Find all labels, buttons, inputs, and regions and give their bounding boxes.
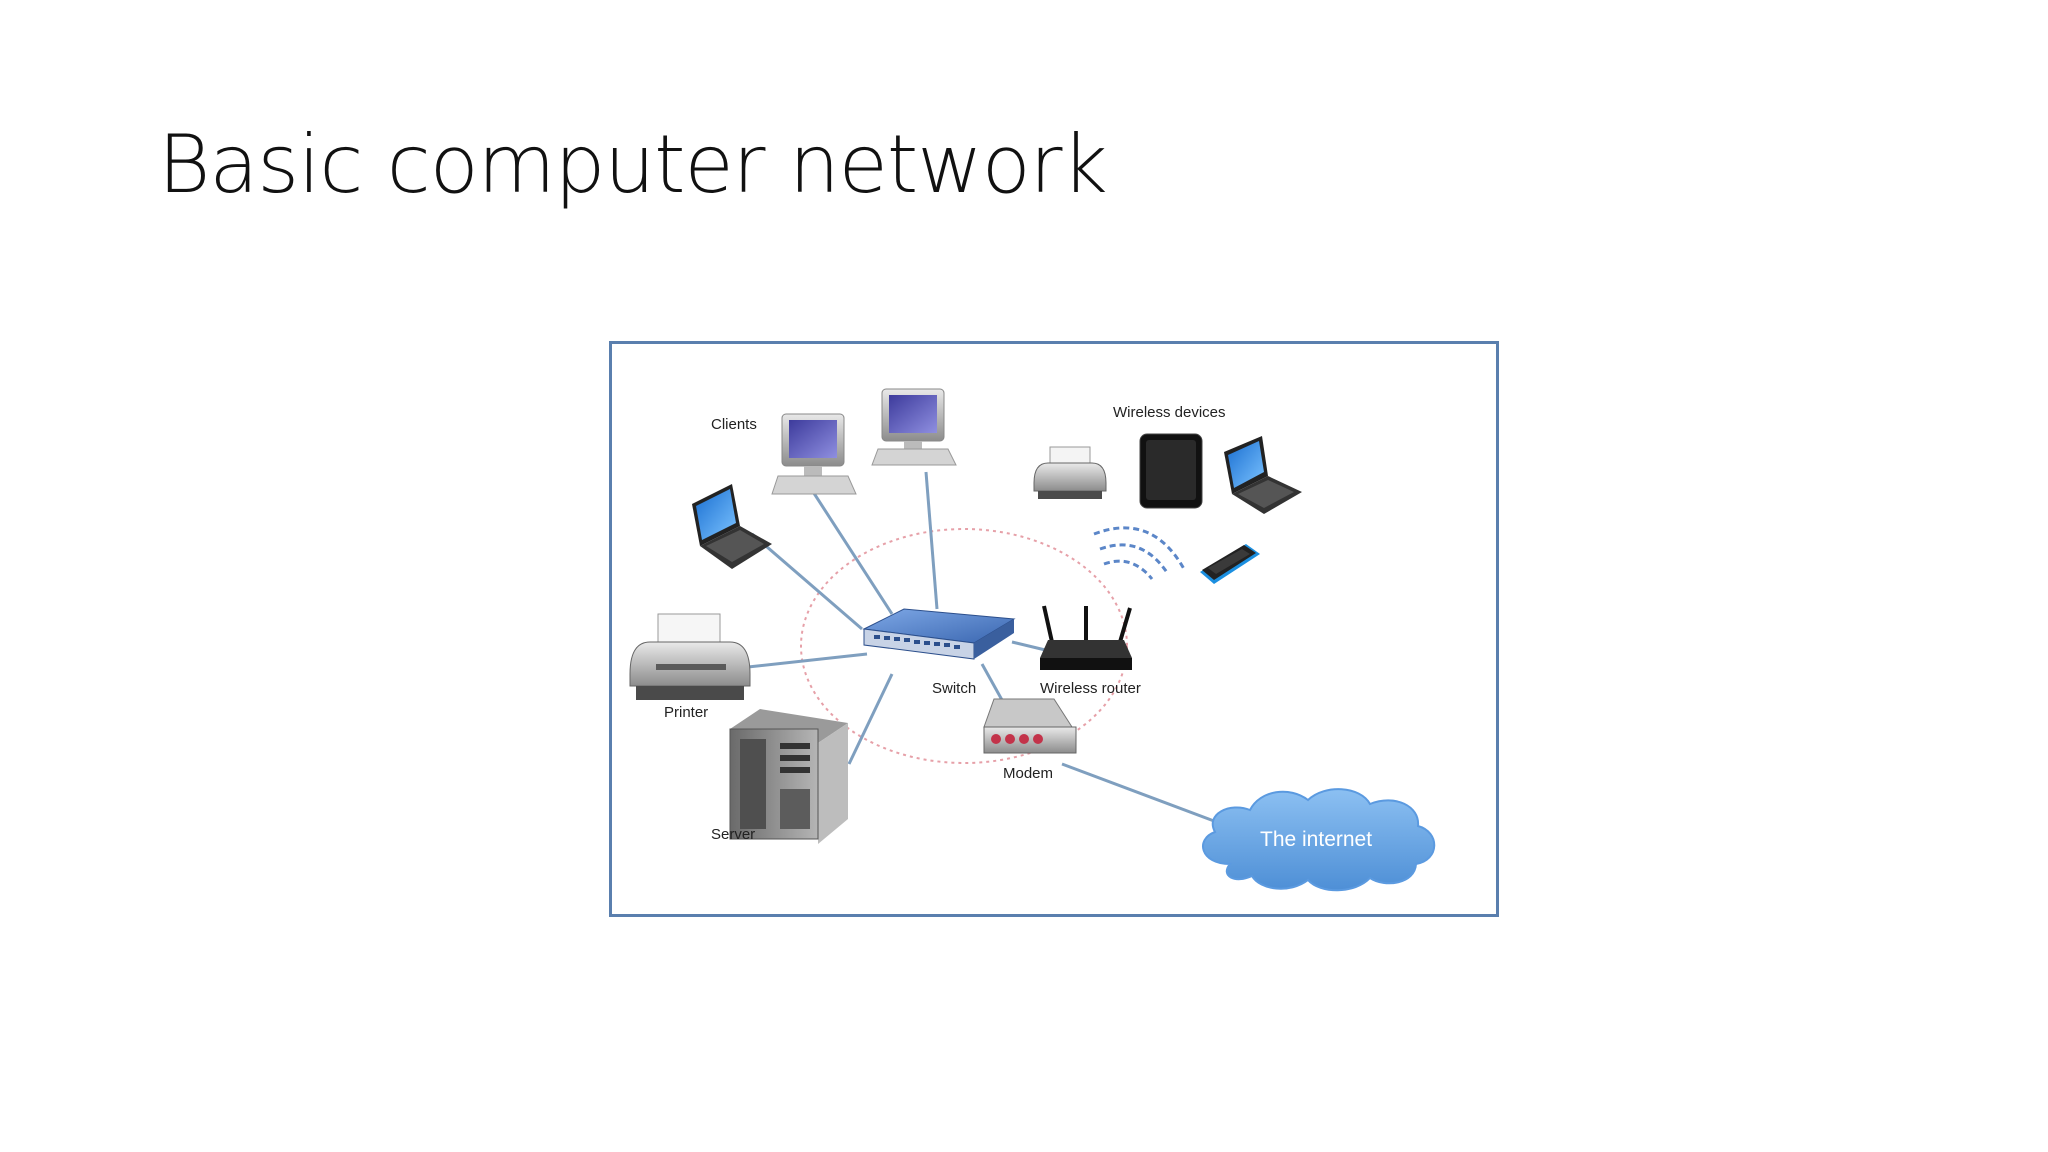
link-server-switch bbox=[847, 673, 894, 765]
link-modem-internet bbox=[1061, 762, 1223, 826]
client-desktop-icon bbox=[771, 413, 857, 495]
network-diagram-canvas: Clients Wireless devices Switch Wireless… bbox=[629, 388, 1436, 892]
wireless-laptop-icon bbox=[1224, 436, 1302, 514]
label-modem: Modem bbox=[1003, 765, 1053, 782]
modem-icon bbox=[983, 698, 1077, 754]
label-server: Server bbox=[711, 826, 755, 843]
label-internet: The internet bbox=[1260, 828, 1372, 851]
network-links bbox=[747, 471, 1223, 826]
slide-title: Basic computer network bbox=[158, 118, 1108, 211]
wireless-router-icon bbox=[1040, 605, 1132, 670]
label-clients: Clients bbox=[711, 416, 757, 433]
link-client2-switch bbox=[924, 471, 939, 610]
label-wireless-devices: Wireless devices bbox=[1113, 404, 1226, 421]
link-printer-switch bbox=[747, 652, 868, 669]
network-diagram: Clients Wireless devices Switch Wireless… bbox=[609, 341, 1499, 917]
client-laptop-icon bbox=[692, 484, 772, 569]
link-laptop-switch bbox=[751, 532, 863, 631]
internet-cloud-icon bbox=[1202, 788, 1436, 892]
tablet-icon bbox=[1139, 433, 1203, 509]
wireless-signal-icon bbox=[1093, 526, 1186, 580]
wireless-printer-icon bbox=[1033, 446, 1107, 499]
label-wireless-router: Wireless router bbox=[1040, 680, 1141, 697]
label-printer: Printer bbox=[664, 704, 708, 721]
label-switch: Switch bbox=[932, 680, 976, 697]
server-icon bbox=[729, 709, 848, 844]
client-desktop-icon bbox=[871, 388, 957, 466]
printer-icon bbox=[629, 613, 751, 700]
smartphone-icon bbox=[1200, 544, 1260, 584]
switch-icon bbox=[862, 608, 1016, 660]
lan-boundary bbox=[800, 528, 1128, 764]
link-client1-switch bbox=[806, 483, 894, 615]
